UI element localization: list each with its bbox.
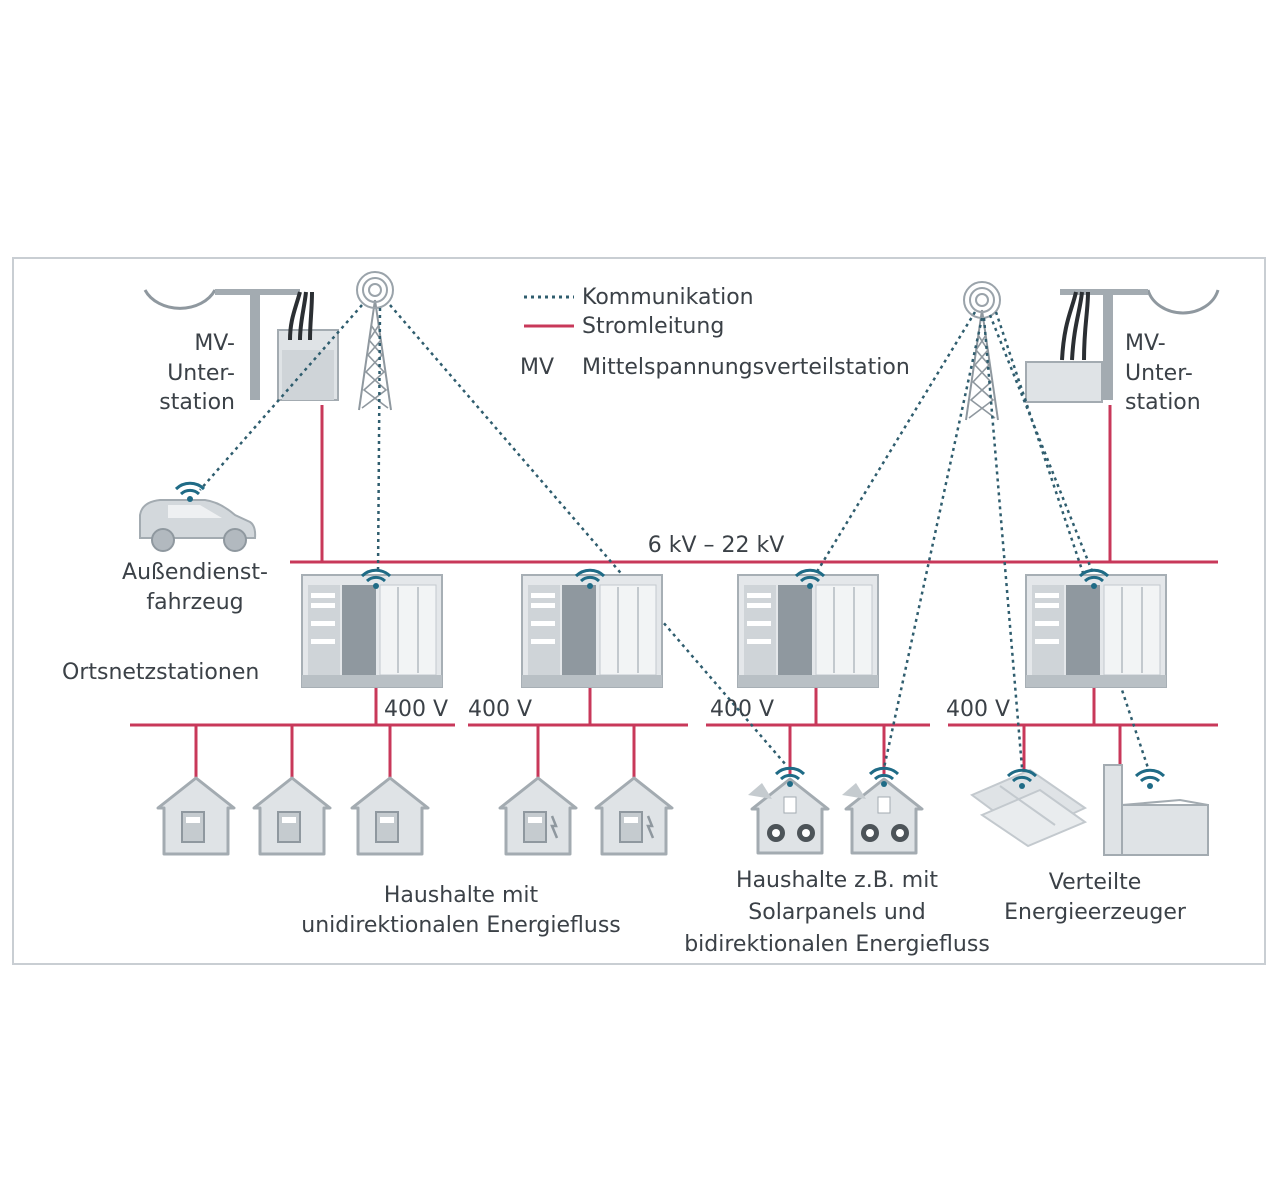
tower-icon: [356, 271, 394, 411]
house-icon: [252, 776, 332, 856]
house-icon: [596, 778, 672, 854]
house-icon: [156, 776, 236, 856]
substation-left-line2: Unter-: [167, 361, 235, 386]
substation-icon: [143, 289, 339, 401]
factory-icon: [1103, 764, 1209, 856]
vehicle-line2: fahrzeug: [146, 590, 243, 615]
power-lines: [130, 405, 1218, 778]
lv-label-4: 400 V: [946, 697, 1010, 722]
station-cabinet-icon: [737, 574, 879, 688]
station-cabinet-icon: [521, 574, 663, 688]
house-icon: [500, 778, 576, 854]
solar-panel-icon: [970, 768, 1088, 848]
substation-right-line3: station: [1125, 390, 1201, 415]
group-bidirectional-line1: Haushalte z.B. mit: [736, 868, 938, 893]
vehicle-line1: Außendienst-: [122, 560, 268, 585]
group-generators-label: Verteilte Energieerzeuger: [1004, 870, 1187, 925]
lv-label-3: 400 V: [710, 697, 774, 722]
house-icon: [746, 777, 830, 855]
house-icon: [840, 777, 924, 855]
substation-right-label: MV- Unter- station: [1125, 331, 1201, 415]
legend-mv-abbr: MV: [520, 355, 554, 380]
substation-left-line3: station: [159, 390, 235, 415]
lv-label-2: 400 V: [468, 697, 532, 722]
station-cabinet-icon: [301, 574, 443, 688]
mv-bus-label: 6 kV – 22 kV: [648, 533, 785, 558]
house-icon: [350, 776, 430, 856]
legend: Kommunikation Stromleitung MV Mittelspan…: [520, 285, 910, 380]
legend-power-label: Stromleitung: [582, 314, 724, 339]
tower-icon: [963, 281, 1001, 421]
group-bidirectional-line3: bidirektionalen Energiefluss: [684, 932, 990, 957]
substation-right-line1: MV-: [1125, 331, 1166, 356]
legend-communication-label: Kommunikation: [582, 285, 754, 310]
group-bidirectional-label: Haushalte z.B. mit Solarpanels und bidir…: [684, 868, 990, 957]
substation-right-line2: Unter-: [1125, 361, 1193, 386]
vehicle-label: Außendienst- fahrzeug: [122, 560, 268, 615]
wifi-icon: [1134, 768, 1166, 791]
substation-icon: [1025, 289, 1220, 403]
group-generators-line1: Verteilte: [1049, 870, 1141, 895]
legend-mv-full: Mittelspannungsverteilstation: [582, 355, 910, 380]
diagram-frame: [12, 257, 1266, 965]
group-unidirectional-label: Haushalte mit unidirektionalen Energiefl…: [301, 883, 621, 938]
group-bidirectional-line2: Solarpanels und: [748, 900, 925, 925]
lv-label-1: 400 V: [384, 697, 448, 722]
communication-lines: [199, 304, 1150, 769]
group-unidirectional-line2: unidirektionalen Energiefluss: [301, 913, 621, 938]
substation-left-label: MV- Unter- station: [159, 331, 235, 415]
station-cabinet-icon: [1025, 574, 1167, 688]
group-generators-line2: Energieerzeuger: [1004, 900, 1187, 925]
group-unidirectional-line1: Haushalte mit: [384, 883, 539, 908]
car-icon: [139, 499, 257, 552]
substation-left-line1: MV-: [194, 331, 235, 356]
local-stations-label: Ortsnetzstationen: [62, 660, 259, 685]
